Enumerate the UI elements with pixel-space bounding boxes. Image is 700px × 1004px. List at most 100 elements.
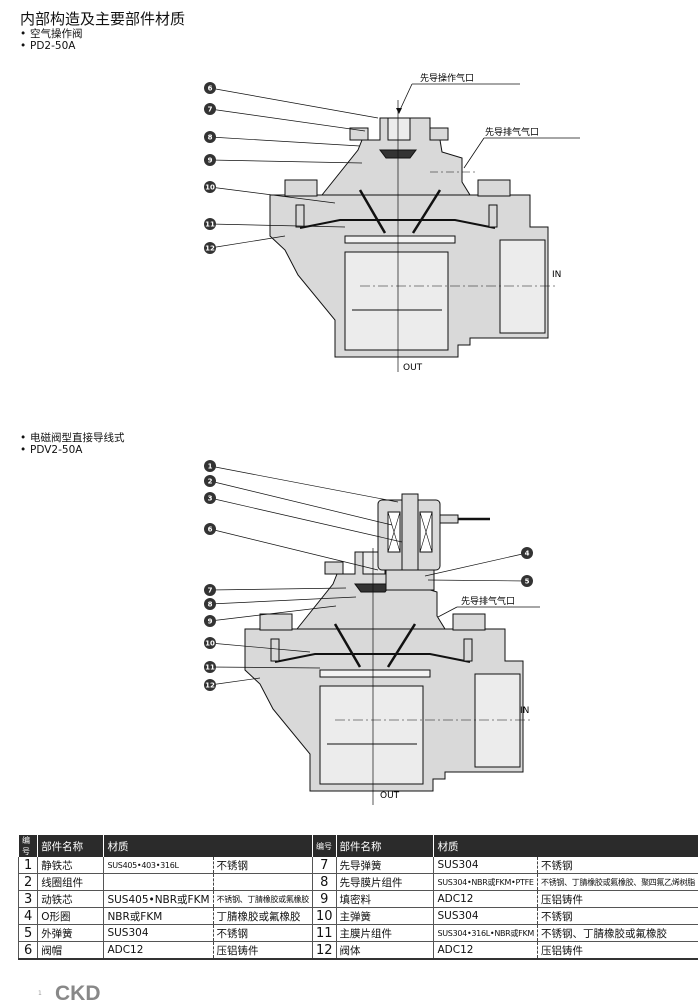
callout-marker (204, 181, 216, 193)
callout-marker (204, 615, 216, 627)
callout-marker (204, 460, 216, 472)
callout-marker (204, 242, 216, 254)
material-code: SUS304•NBR或FKM•PTFE (433, 873, 538, 891)
part-name: 填密料 (335, 890, 434, 908)
part-name: 线圈组件 (37, 873, 104, 891)
callout-number: 9 (208, 618, 213, 626)
callout-marker (204, 154, 216, 166)
material-desc: 压铝铸件 (537, 890, 698, 908)
part-name: 外弹簧 (37, 924, 104, 942)
callout-number: 11 (205, 221, 215, 229)
callout-marker (204, 679, 216, 691)
part-name: 先导膜片组件 (335, 873, 434, 891)
material-desc: 不锈钢 (537, 857, 698, 874)
table-header: 编号 部件名称 材质 编号 部件名称 材质 (17, 835, 698, 857)
material-desc: 不锈钢 (213, 857, 313, 874)
in-label-2: IN (520, 706, 529, 716)
header-no: 编号 (17, 835, 38, 857)
callout-number: 10 (205, 640, 215, 648)
callout-number: 8 (208, 601, 213, 609)
material-code: ADC12 (103, 941, 214, 960)
section2-model: •PDV2-50A (20, 444, 83, 456)
material-desc: 不锈钢、丁腈橡胶或氟橡胶 (537, 924, 698, 942)
section1-model: •PD2-50A (20, 40, 76, 52)
callout-number: 4 (525, 550, 530, 558)
material-code: SUS304 (433, 857, 538, 874)
material-code: ADC12 (433, 890, 538, 908)
pilot-operate-port-label: 先导操作气口 (420, 72, 474, 84)
material-desc: 不锈钢 (537, 907, 698, 925)
callout-marker (204, 661, 216, 673)
part-no: 1 (17, 857, 38, 874)
material-code: SUS405•403•316L (103, 857, 214, 874)
section1-type: •空气操作阀 (20, 28, 83, 40)
callout-marker (204, 492, 216, 504)
part-name: 主膜片组件 (335, 924, 434, 942)
callout-number: 7 (208, 587, 213, 595)
header-name-2: 部件名称 (335, 835, 434, 857)
material-desc: 不锈钢、丁腈橡胶或氟橡胶、聚四氟乙烯树脂 (537, 873, 698, 891)
section1-type-text: 空气操作阀 (30, 28, 83, 40)
callout-marker (204, 82, 216, 94)
callout-marker (204, 131, 216, 143)
callout-marker (204, 475, 216, 487)
callout-number: 7 (208, 106, 213, 114)
material-desc: 不锈钢 (213, 924, 313, 942)
callout-number: 12 (205, 245, 215, 253)
material-desc: 压铝铸件 (213, 941, 313, 960)
callout-number: 2 (208, 478, 213, 486)
callout-number: 6 (208, 526, 213, 534)
callout-marker (204, 523, 216, 535)
part-name: 动铁芯 (37, 890, 104, 908)
material-code: NBR或FKM (103, 907, 214, 925)
out-label-2: OUT (380, 791, 400, 801)
material-code: SUS304 (103, 924, 214, 942)
part-no: 5 (17, 924, 38, 942)
part-no: 8 (311, 873, 336, 891)
part-name: 先导弹簧 (335, 857, 434, 874)
part-no: 9 (311, 890, 336, 908)
part-name: 静铁芯 (37, 857, 104, 874)
part-no: 10 (311, 907, 336, 925)
material-code: ADC12 (433, 941, 538, 960)
part-no: 6 (17, 941, 38, 960)
callout-number: 11 (205, 664, 215, 672)
callout-marker (204, 103, 216, 115)
header-material-2: 材质 (433, 835, 698, 857)
callout-number: 12 (205, 682, 215, 690)
section1-model-text: PD2-50A (30, 40, 76, 52)
section2-type: •电磁阀型直接导线式 (20, 432, 125, 444)
material-code (103, 873, 214, 891)
page-title: 内部构造及主要部件材质 (20, 10, 186, 28)
callout-number: 6 (208, 85, 213, 93)
section2-model-text: PDV2-50A (30, 444, 83, 456)
part-name: O形圈 (37, 907, 104, 925)
part-no: 3 (17, 890, 38, 908)
part-no: 7 (311, 857, 336, 874)
header-no-2: 编号 (311, 835, 336, 857)
callout-marker (204, 598, 216, 610)
out-label: OUT (403, 363, 423, 373)
callout-number: 10 (205, 184, 215, 192)
part-no: 12 (311, 941, 336, 960)
part-name: 阀体 (335, 941, 434, 960)
callout-marker (204, 584, 216, 596)
part-no: 11 (311, 924, 336, 942)
callout-marker (521, 575, 533, 587)
part-name: 主弹簧 (335, 907, 434, 925)
callout-marker (204, 218, 216, 230)
part-name: 阀帽 (37, 941, 104, 960)
material-code: SUS304 (433, 907, 538, 925)
part-no: 2 (17, 873, 38, 891)
section2-type-text: 电磁阀型直接导线式 (30, 432, 125, 444)
material-code: SUS405•NBR或FKM (103, 890, 214, 908)
